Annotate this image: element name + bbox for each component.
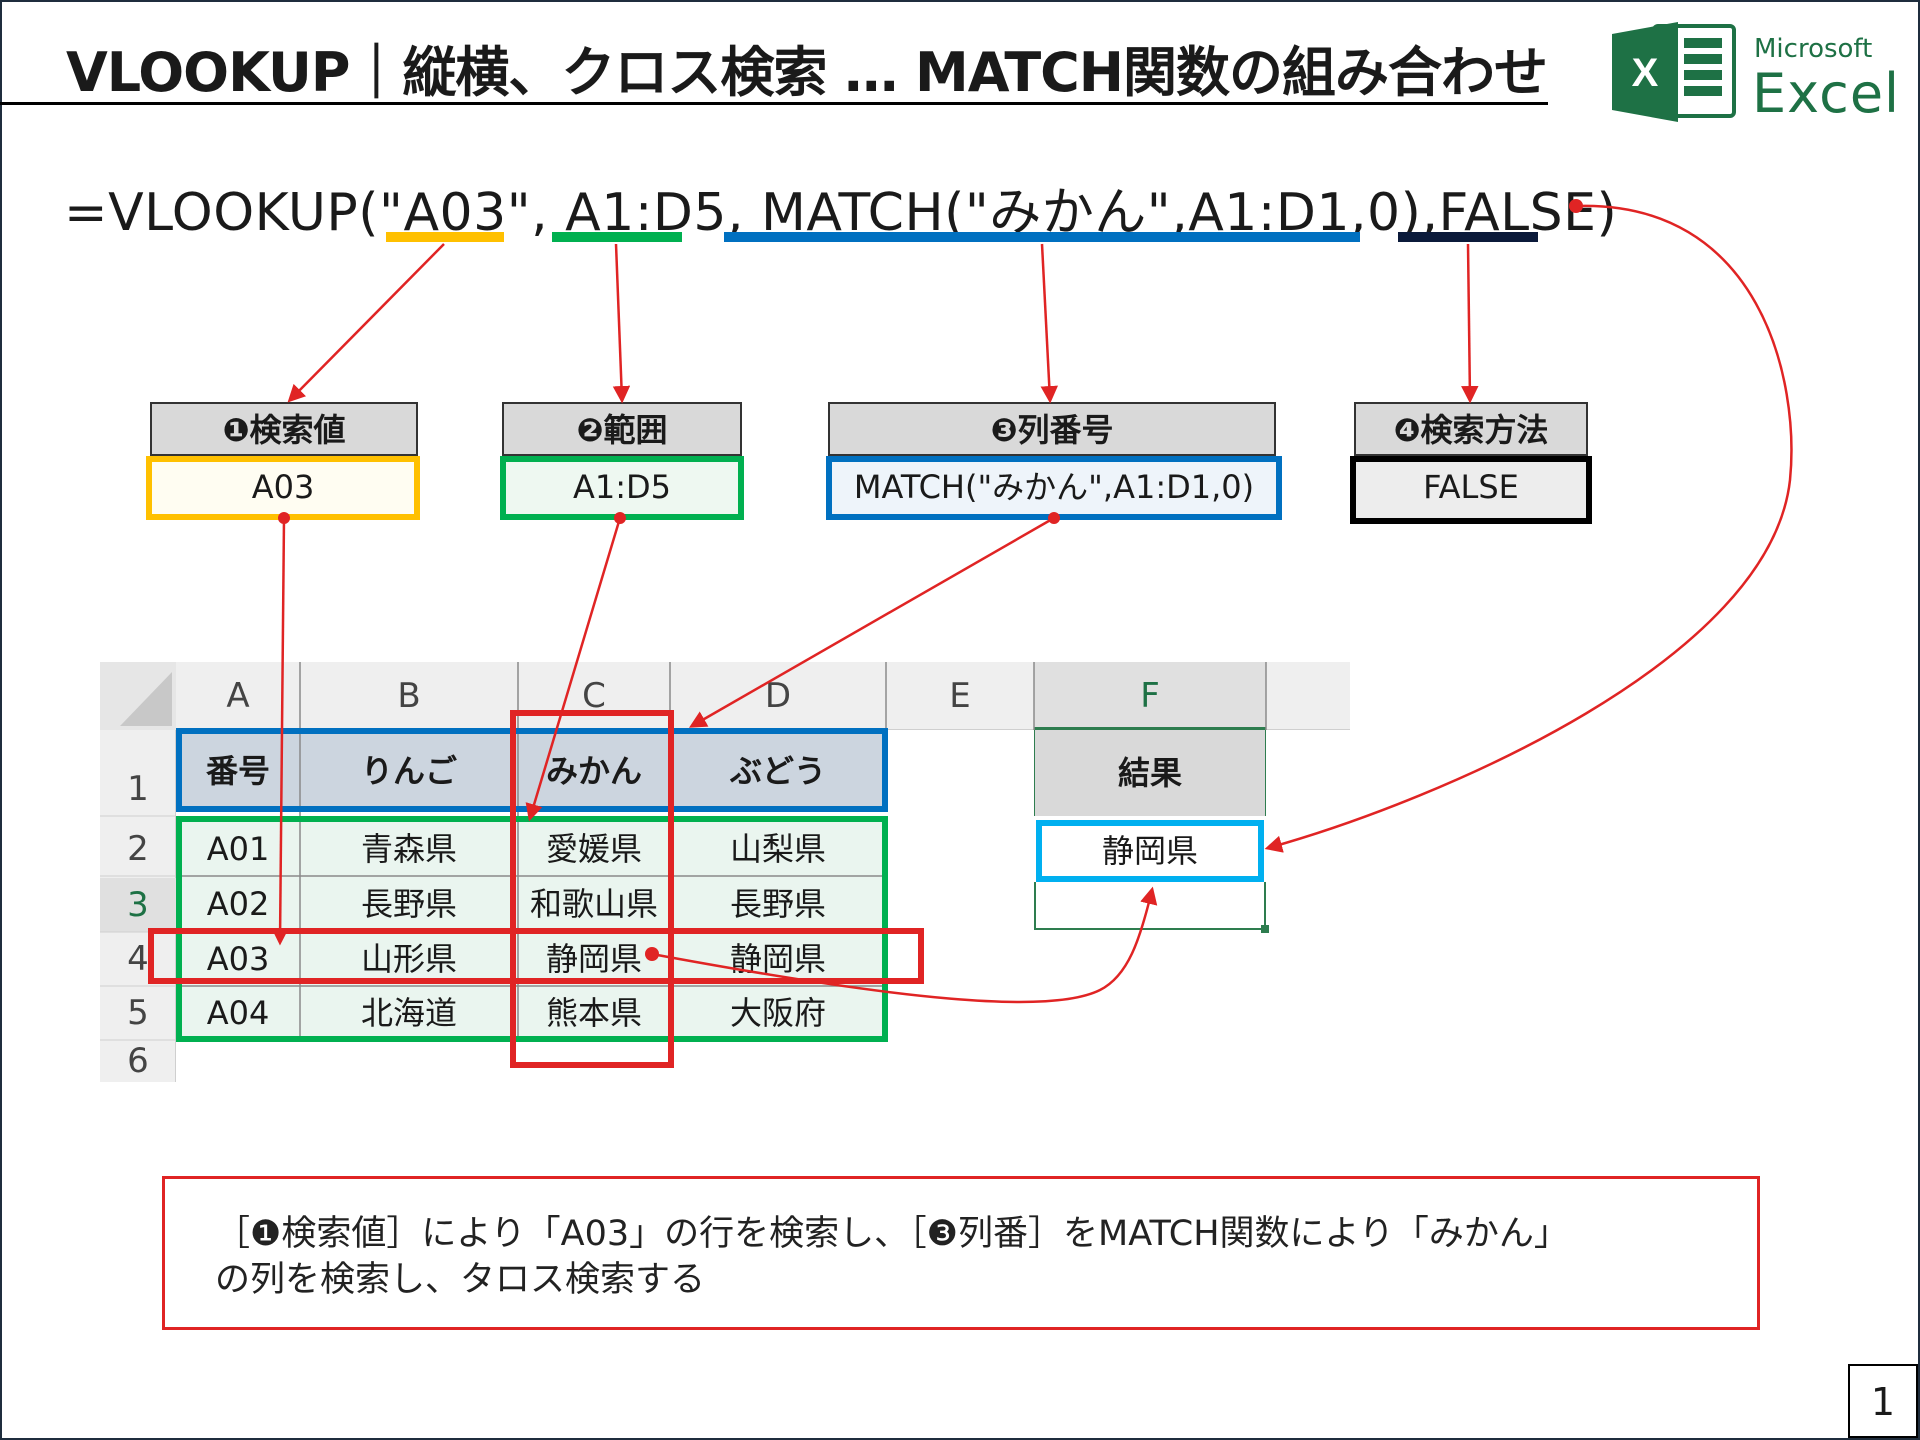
cell-f3[interactable] <box>1034 882 1266 930</box>
logo-excel-text: Excel <box>1752 62 1901 125</box>
fill-handle[interactable] <box>1261 925 1269 933</box>
match-row-highlight <box>148 928 924 984</box>
excel-logo-icon: X <box>1612 22 1736 122</box>
cell-f1[interactable]: 結果 <box>1117 754 1182 792</box>
formula-prefix: =VLOOKUP( <box>64 183 380 243</box>
excel-logo: X Microsoft Excel <box>1608 20 1899 125</box>
row-header-2[interactable]: 2 <box>127 829 149 869</box>
column-header-e[interactable]: E <box>949 676 971 716</box>
cell-a5[interactable]: A04 <box>206 994 270 1032</box>
cell-b3[interactable]: 長野県 <box>360 885 457 923</box>
cell-c2[interactable]: 愛媛県 <box>545 830 642 868</box>
logo-microsoft-text: Microsoft <box>1754 34 1873 64</box>
cell-a2[interactable]: A01 <box>206 830 270 868</box>
param-label-method: ❹検索方法 <box>1354 402 1588 456</box>
underline-column <box>724 232 1360 242</box>
param-label-lookup: ❶検索値 <box>150 402 418 456</box>
row-header-4[interactable]: 4 <box>127 939 149 979</box>
column-header-a[interactable]: A <box>226 676 250 716</box>
title-underline <box>0 102 1548 105</box>
underline-lookup <box>386 232 504 242</box>
param-value-range: A1:D5 <box>500 456 744 520</box>
column-header-b[interactable]: B <box>397 676 421 716</box>
param-value-method: FALSE <box>1350 456 1592 524</box>
explanation-line-1: ［❶検索値］により「A03」の行を検索し、［❸列番］をMATCH関数により「みか… <box>215 1214 1569 1254</box>
cell-f2[interactable]: 静岡県 <box>1036 820 1264 882</box>
explanation-text: ［❶検索値］により「A03」の行を検索し、［❸列番］をMATCH関数により「みか… <box>215 1211 1735 1303</box>
formula-sep: , <box>726 183 762 243</box>
cell-d1[interactable]: ぶどう <box>729 752 826 790</box>
cell-a1[interactable]: 番号 <box>205 752 270 790</box>
column-header-f-selected <box>1034 662 1266 730</box>
param-value-column: MATCH("みかん",A1:D1,0) <box>826 456 1282 520</box>
explanation-line-2: の列を検索し、タロス検索する <box>215 1260 706 1300</box>
explanation-box: ［❶検索値］により「A03」の行を検索し、［❸列番］をMATCH関数により「みか… <box>162 1176 1760 1330</box>
cell-c3[interactable]: 和歌山県 <box>529 885 658 923</box>
cell-c5[interactable]: 熊本県 <box>545 994 642 1032</box>
param-value-lookup: A03 <box>146 456 420 520</box>
cell-b4[interactable]: 山形県 <box>360 940 457 978</box>
row-header-6[interactable]: 6 <box>127 1041 149 1081</box>
formula-suffix: ) <box>1596 183 1618 243</box>
result-header-fill <box>1034 730 1266 816</box>
underline-range <box>552 232 682 242</box>
row-header-1[interactable]: 1 <box>127 769 149 809</box>
match-column-highlight <box>510 710 674 1068</box>
param-label-column: ❸列番号 <box>828 402 1276 456</box>
param-label-range: ❷範囲 <box>502 402 742 456</box>
cell-a4[interactable]: A03 <box>206 940 270 978</box>
logo-badge-text: X <box>1632 51 1659 95</box>
row-header-3-selected <box>100 878 176 932</box>
cell-a3[interactable]: A02 <box>206 885 270 923</box>
sheet-corner <box>100 662 176 730</box>
cell-d2[interactable]: 山梨県 <box>729 830 826 868</box>
column-header-f[interactable]: F <box>1140 676 1160 716</box>
select-all-icon <box>120 672 172 726</box>
formula-sep: , <box>531 183 566 243</box>
row-header-5[interactable]: 5 <box>127 993 149 1033</box>
column-header-d[interactable]: D <box>764 676 792 716</box>
slide-title: VLOOKUP｜縦横、クロス検索 … MATCH関数の組み合わせ <box>66 41 1548 104</box>
cell-b5[interactable]: 北海道 <box>360 994 457 1032</box>
page-number: 1 <box>1848 1364 1918 1438</box>
underline-method <box>1398 232 1538 242</box>
cell-b2[interactable]: 青森県 <box>360 830 457 868</box>
cell-b1[interactable]: りんご <box>360 752 457 790</box>
cell-c4[interactable]: 静岡県 <box>545 940 642 978</box>
row-header-3[interactable]: 3 <box>127 885 149 925</box>
